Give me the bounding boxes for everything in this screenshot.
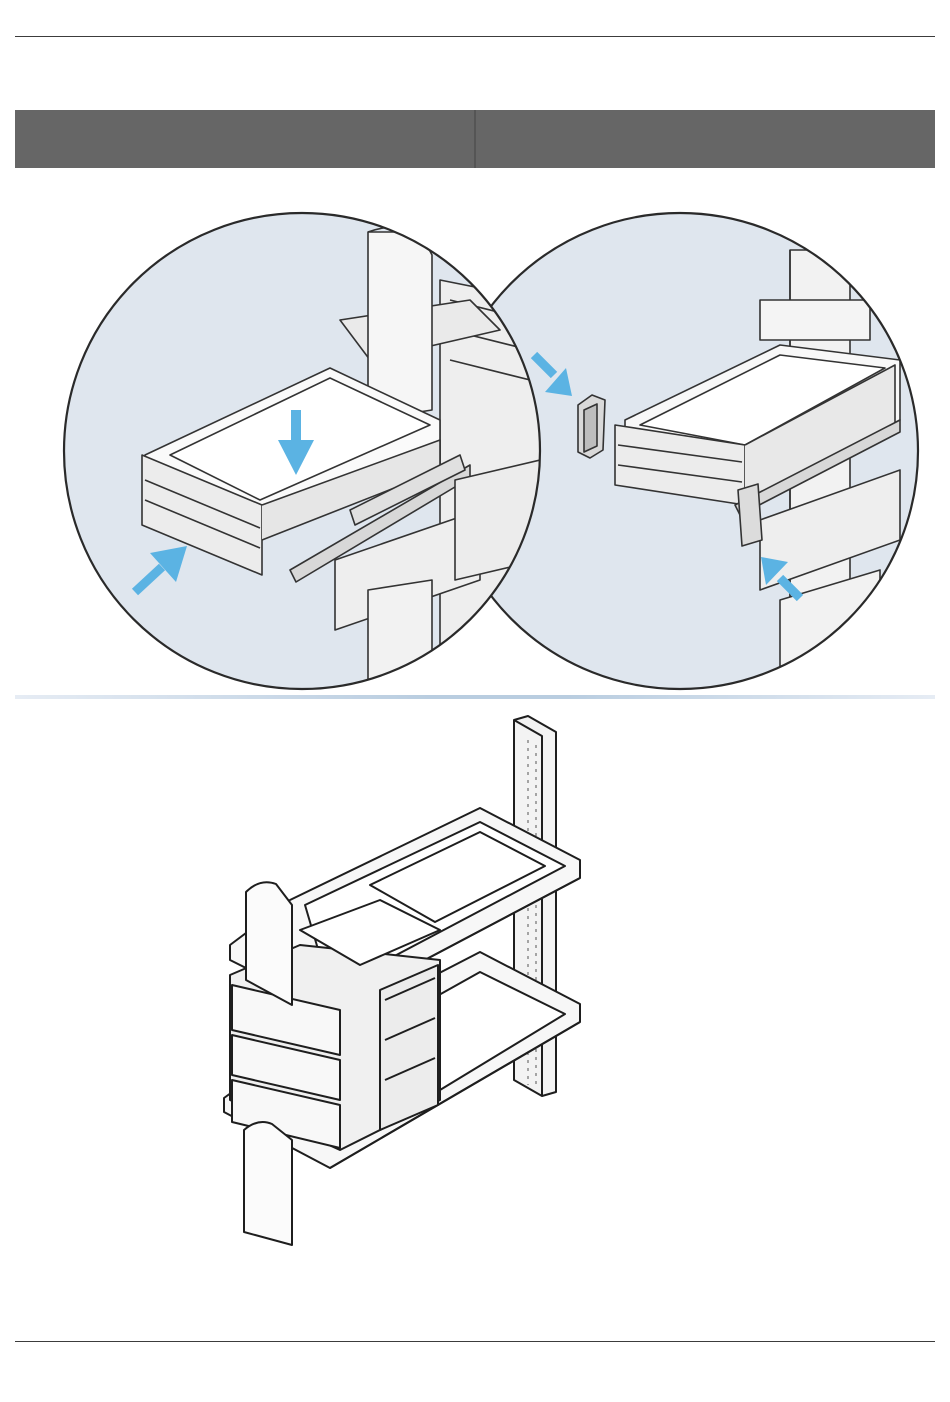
footer-rule	[15, 1341, 935, 1342]
lower-post	[244, 1122, 292, 1245]
upper-shelf-frame	[230, 808, 580, 1010]
wall-rail	[514, 716, 556, 1096]
drawer-stack	[230, 900, 440, 1150]
detail-illustrations	[0, 0, 950, 700]
upper-post	[246, 882, 292, 1005]
section-divider	[15, 695, 935, 699]
detail-circle-left	[64, 213, 540, 700]
lower-shelf-frame	[224, 952, 580, 1168]
